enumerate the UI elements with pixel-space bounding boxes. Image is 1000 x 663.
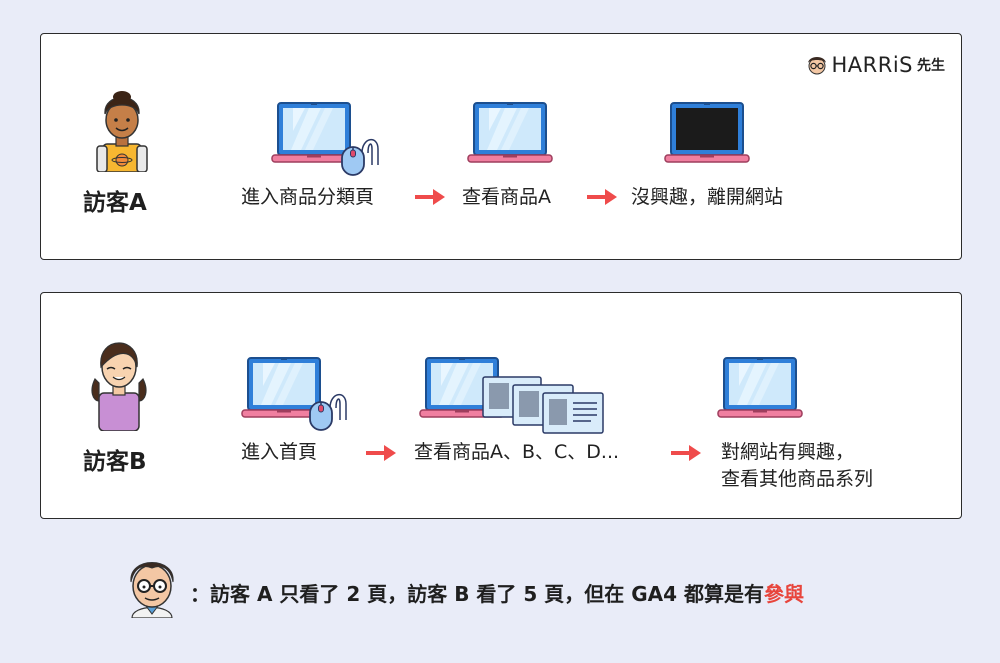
- summary-highlight: 參與: [764, 582, 804, 606]
- laptop-off-icon: [664, 101, 750, 165]
- laptop-icon: [717, 356, 803, 420]
- right-arrow-icon: [415, 188, 445, 206]
- visitor-a-step-1: 進入商品分類頁: [241, 186, 375, 208]
- laptop-icon: [467, 101, 553, 165]
- right-arrow-icon: [366, 444, 396, 462]
- summary-prefix: ：訪客 A 只看了 2 頁，訪客 B 看了 5 頁，但在 GA4 都算是有: [190, 582, 764, 606]
- visitor-b-panel: 訪客B 進入首頁 查看商品A、B、C、D... 對網站有興趣， 查看其他商品系列: [40, 292, 962, 519]
- visitor-a-step-2: 查看商品A: [462, 186, 551, 208]
- product-cards-icon: [482, 376, 604, 434]
- author-logo-icon: [808, 57, 827, 75]
- logo-text: HARRiS: [831, 53, 913, 77]
- right-arrow-icon: [587, 188, 617, 206]
- visitor-a-label: 訪客A: [83, 190, 147, 216]
- visitor-b-step-3-line-2: 查看其他商品系列: [721, 468, 874, 490]
- visitor-b-step-1: 進入首頁: [241, 441, 318, 463]
- girl-avatar-icon: [91, 342, 147, 431]
- mouse-icon: [306, 386, 352, 432]
- summary-text: ：訪客 A 只看了 2 頁，訪客 B 看了 5 頁，但在 GA4 都算是有參與: [190, 578, 804, 607]
- visitor-b-step-2: 查看商品A、B、C、D...: [414, 441, 620, 463]
- visitor-b-step-3-line-1: 對網站有興趣，: [721, 441, 855, 463]
- visitor-a-step-3: 沒興趣，離開網站: [631, 186, 784, 208]
- mouse-icon: [338, 131, 384, 177]
- logo-suffix: 先生: [917, 58, 945, 74]
- right-arrow-icon: [671, 444, 701, 462]
- visitor-b-label: 訪客B: [83, 449, 147, 475]
- boy-avatar-icon: [96, 91, 148, 172]
- harris-logo: HARRiS 先生: [806, 50, 945, 80]
- author-avatar-icon: [130, 562, 174, 618]
- visitor-a-panel: HARRiS 先生 訪客A 進入商品分類頁 查看商品A 沒興趣，離開網站: [40, 33, 962, 260]
